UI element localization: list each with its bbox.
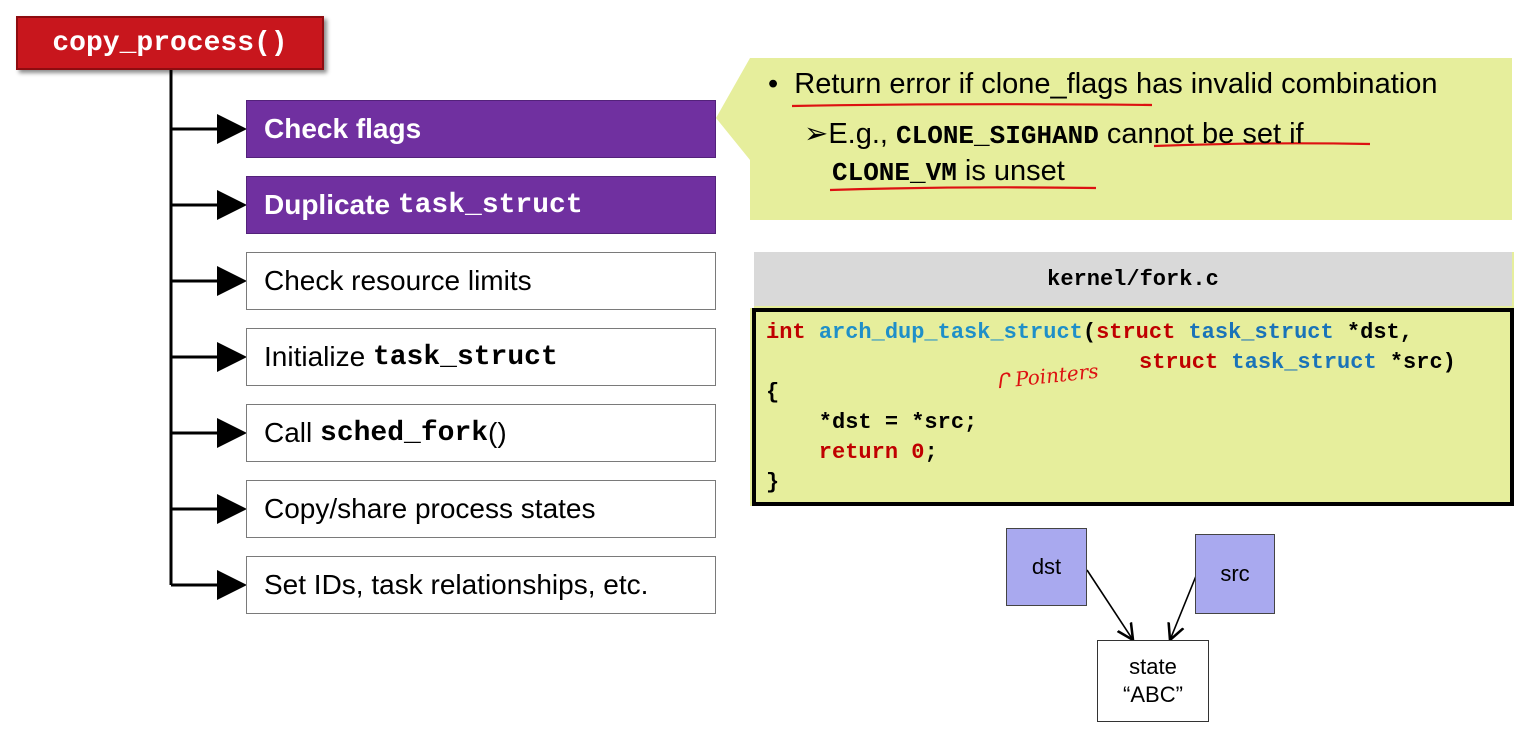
state-label: state (1129, 654, 1177, 679)
src-pointer-arrow (1170, 575, 1197, 640)
step-label: Duplicate (264, 189, 398, 220)
flags-bullet-sub: ➢E.g., CLONE_SIGHAND cannot be set if (804, 116, 1304, 151)
step-label: Call (264, 417, 321, 448)
step-label: Copy/share process states (264, 493, 596, 524)
sub-bullet-marker: ➢ (804, 118, 829, 150)
step-code: task_struct (397, 189, 583, 221)
step-label: Set IDs, task relationships, etc. (264, 569, 649, 600)
sub-middle: cannot be set if (1098, 118, 1304, 150)
bullet-main-text: Return error if clone_flags has invalid … (794, 68, 1438, 100)
step-initialize-task-struct: Initialize task_struct (246, 328, 716, 386)
step-duplicate-task-struct: Duplicate task_struct (246, 176, 716, 234)
code-semicolon: ; (924, 440, 938, 465)
flag-clone-vm: CLONE_VM (832, 158, 957, 188)
src-label: src (1220, 561, 1250, 586)
state-box: state “ABC” (1097, 640, 1209, 722)
sub-prefix: E.g., (828, 118, 897, 150)
step-suffix: () (488, 417, 507, 448)
code-function-name: arch_dup_task_struct (818, 320, 1083, 345)
step-code: sched_fork (320, 417, 489, 449)
underline-flag2 (829, 186, 1097, 192)
code-param: *src) (1376, 350, 1456, 375)
step-check-flags: Check flags (246, 100, 716, 158)
step-call-sched-fork: Call sched_fork() (246, 404, 716, 462)
step-check-resource-limits: Check resource limits (246, 252, 716, 310)
underline-main (791, 103, 1153, 108)
state-value: “ABC” (1123, 682, 1183, 707)
step-label: Check resource limits (264, 265, 532, 296)
code-type: task_struct (1231, 350, 1377, 375)
code-line-1: int arch_dup_task_struct(struct task_str… (766, 320, 1413, 345)
step-label: Initialize (264, 341, 373, 372)
step-copy-share-states: Copy/share process states (246, 480, 716, 538)
code-keyword: int (766, 320, 819, 345)
function-title-badge: copy_process() (16, 16, 324, 70)
step-set-ids: Set IDs, task relationships, etc. (246, 556, 716, 614)
code-keyword: struct (1139, 350, 1232, 375)
flags-bullet-sub-continued: CLONE_VM is unset (832, 155, 1065, 188)
code-keyword: return (766, 440, 912, 465)
sub-end: is unset (956, 155, 1065, 187)
flags-callout-shape (716, 58, 1512, 220)
code-filename-header: kernel/fork.c (754, 252, 1512, 306)
code-keyword: struct (1096, 320, 1189, 345)
bullet-dot: • (768, 68, 779, 100)
dst-box: dst (1006, 528, 1087, 606)
code-paren: ( (1082, 320, 1097, 345)
dst-pointer-arrow (1086, 569, 1133, 640)
underline-flag1 (1153, 142, 1371, 148)
code-type: task_struct (1188, 320, 1334, 345)
step-label: Check flags (264, 113, 422, 144)
code-line-2: struct task_struct *src) (1139, 350, 1456, 375)
flags-bullet-main: • Return error if clone_flags has invali… (768, 68, 1437, 101)
code-line-5: return 0; (766, 440, 938, 465)
code-line-4: *dst = *src; (766, 410, 978, 435)
code-box (752, 308, 1514, 506)
code-line-3: { (766, 380, 780, 405)
code-filename: kernel/fork.c (1047, 266, 1219, 292)
src-box: src (1195, 534, 1275, 614)
step-code: task_struct (372, 341, 558, 373)
code-param: *dst, (1333, 320, 1413, 345)
dst-label: dst (1031, 554, 1062, 579)
code-line-6: } (766, 470, 780, 495)
flag-clone-sighand: CLONE_SIGHAND (896, 121, 1099, 151)
function-title: copy_process() (52, 27, 288, 59)
code-number: 0 (911, 440, 925, 465)
